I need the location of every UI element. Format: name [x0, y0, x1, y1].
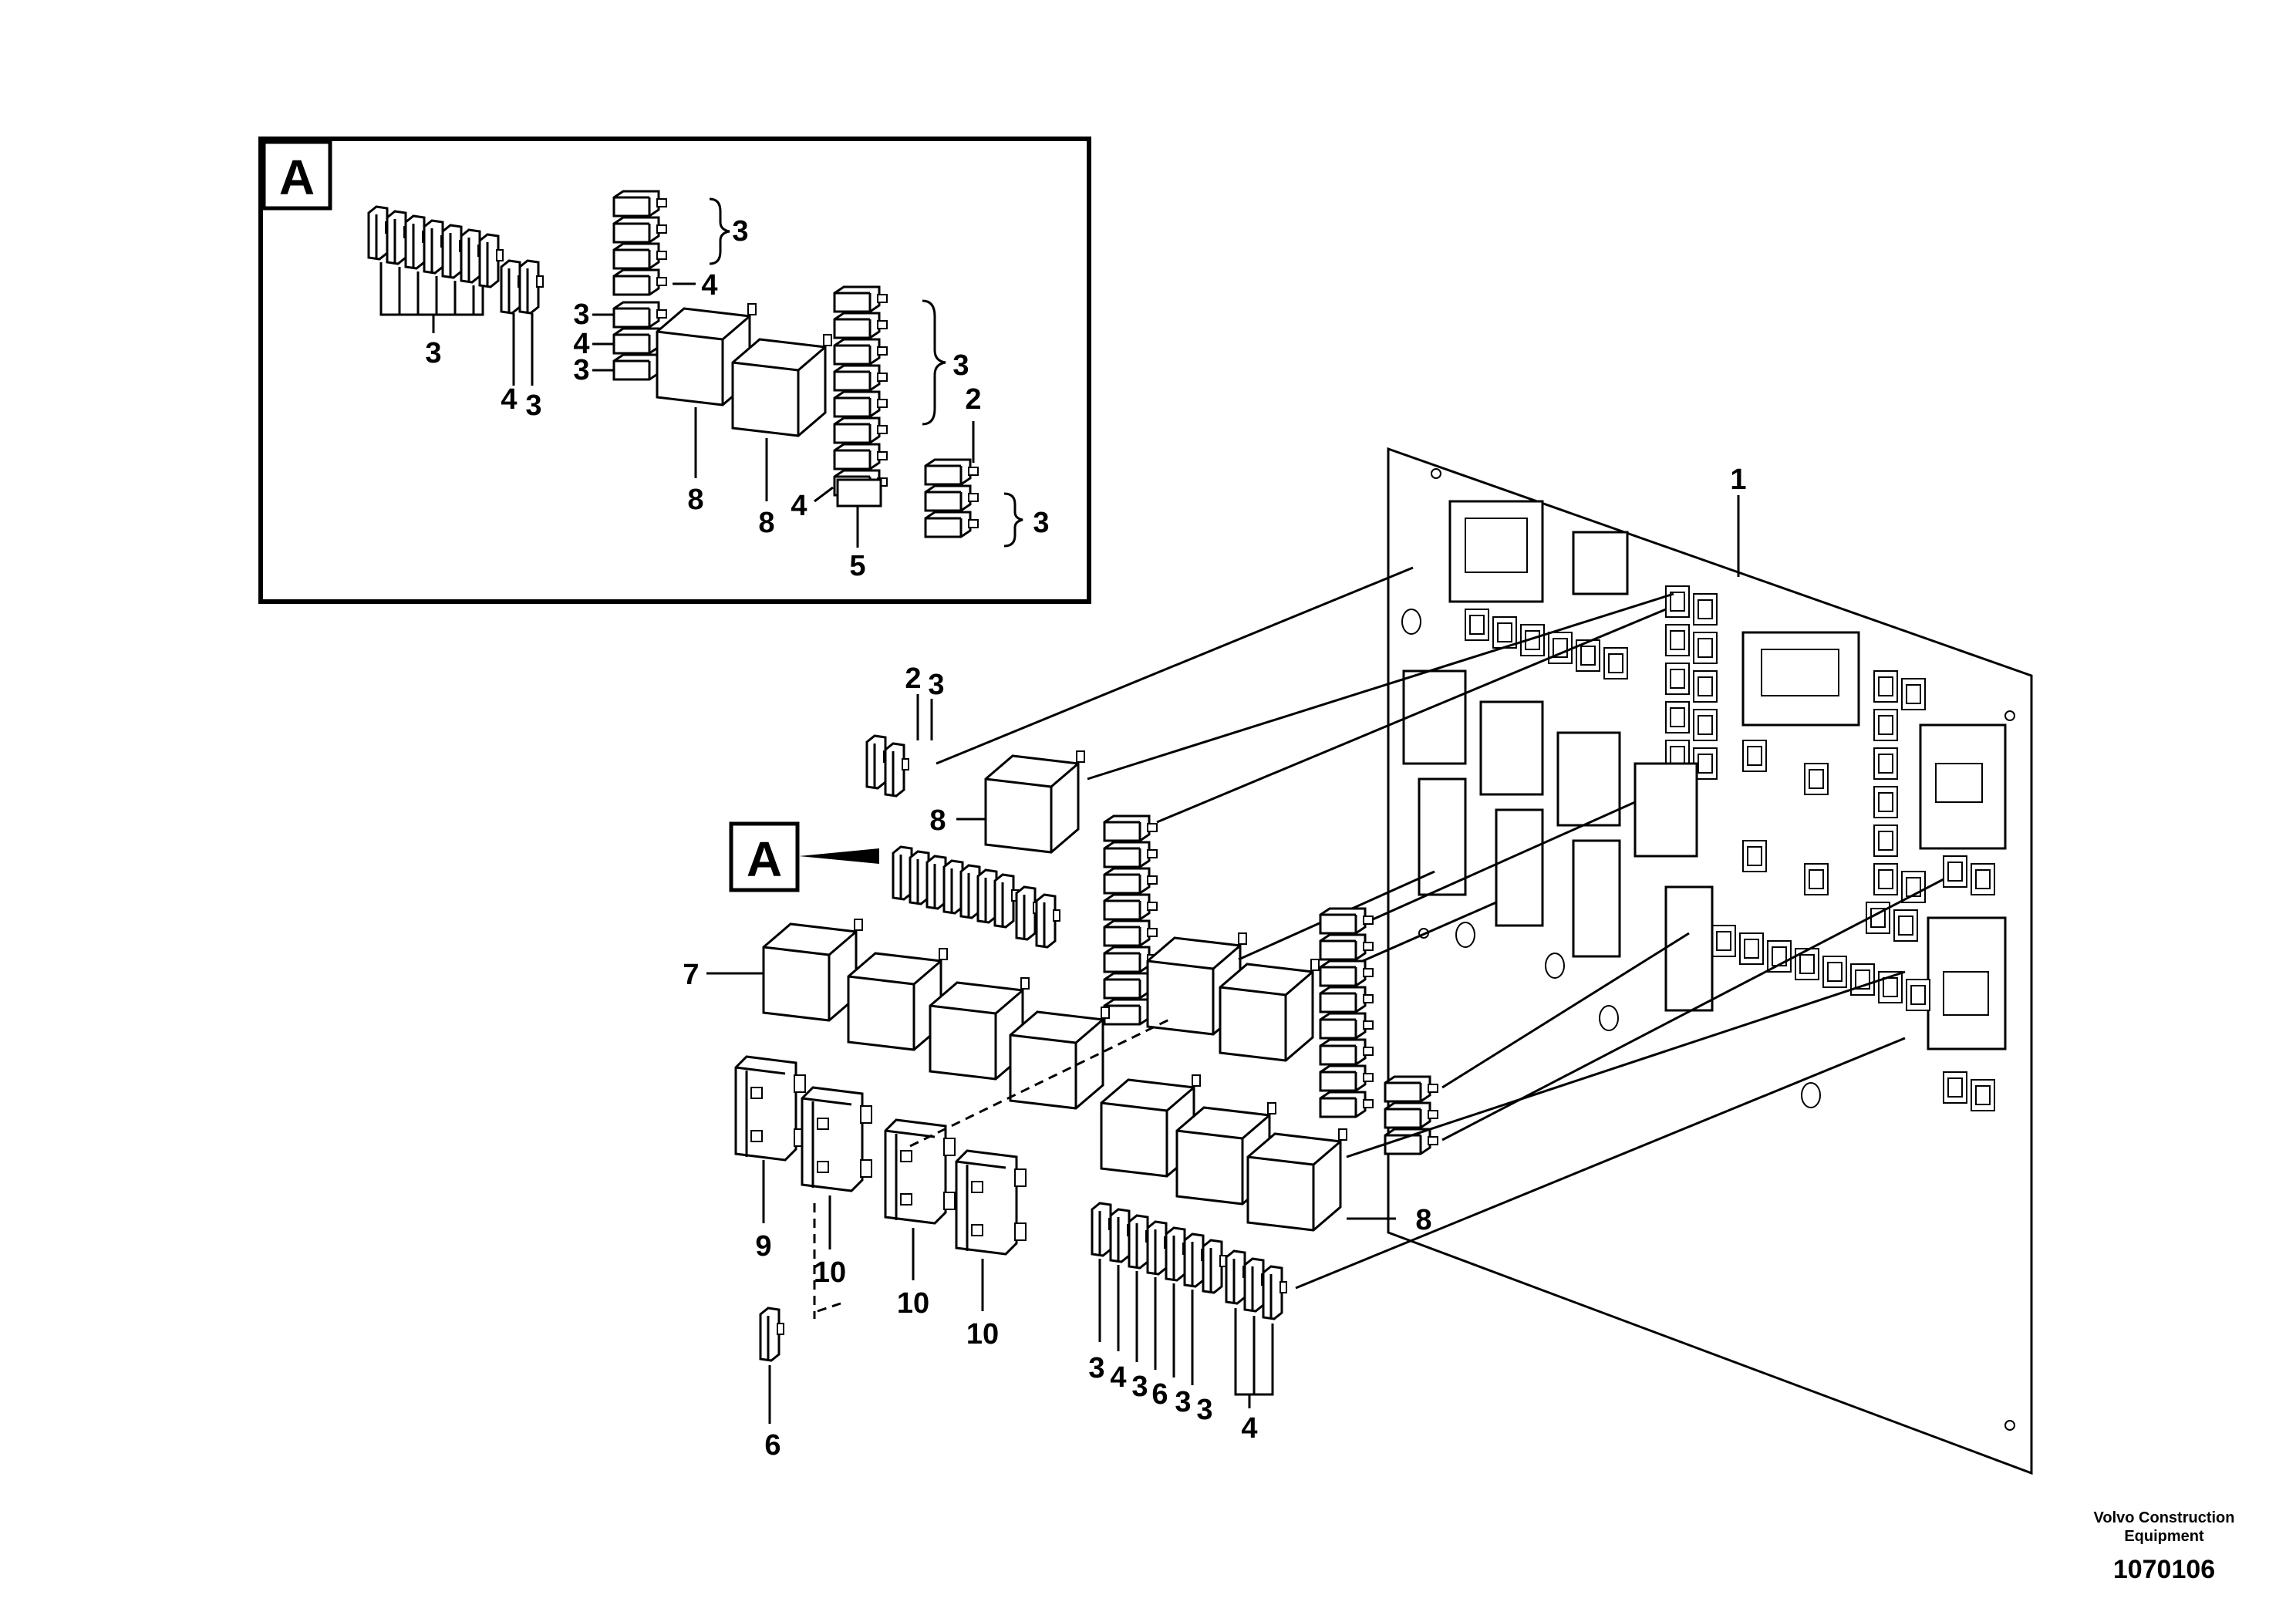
- callout-label: 5: [849, 550, 865, 582]
- callout-label: 3: [1131, 1371, 1148, 1403]
- detail-a-marker: [729, 821, 879, 892]
- callout-label: 4: [1241, 1412, 1257, 1445]
- callout-label: 7: [683, 959, 699, 991]
- relay-top: [956, 592, 1674, 854]
- detail-a-label: A: [279, 150, 315, 205]
- company-name-line1: Volvo Construction: [2094, 1509, 2235, 1526]
- callout-label: 3: [928, 669, 944, 701]
- detail-relay-right: [731, 333, 833, 501]
- callout-label: 8: [929, 804, 946, 837]
- callout-label: 3: [573, 354, 589, 386]
- detail-a-marker-label: A: [747, 831, 782, 887]
- callout-label: 10: [966, 1318, 999, 1351]
- detail-fuse-row: [367, 205, 544, 386]
- callout-label: 3: [1196, 1394, 1212, 1426]
- maxi-fuse-group: [734, 1017, 1173, 1319]
- callout-label: 2: [905, 663, 921, 695]
- callout-label: 3: [1033, 507, 1049, 539]
- callout-label: 4: [573, 328, 589, 360]
- detail-a-panel: A 3 4 3: [258, 137, 1091, 604]
- callout-label: 8: [687, 484, 703, 516]
- fuse-row-middle: [892, 845, 1061, 949]
- callout-label: 8: [758, 507, 774, 539]
- small-fuse-6: [759, 1307, 785, 1424]
- callout-label: 4: [701, 269, 717, 302]
- fuse-row-bottom: [1091, 1037, 1906, 1408]
- relay-row-lower: [1100, 970, 1906, 1232]
- fuse-stack-center: [1103, 608, 1667, 1026]
- callout-label: 3: [1175, 1386, 1191, 1418]
- callout-label: 3: [732, 215, 748, 248]
- callout-label: 2: [965, 383, 981, 416]
- callout-label: 3: [952, 349, 969, 382]
- drawing-number: 1070106: [2113, 1555, 2215, 1584]
- callout-label: 3: [425, 337, 441, 369]
- callout-label: 3: [525, 389, 541, 422]
- company-name-line2: Equipment: [2124, 1528, 2204, 1545]
- callout-label: 6: [1151, 1378, 1168, 1411]
- callout-label: 10: [897, 1287, 929, 1320]
- callout-label: 10: [814, 1256, 846, 1289]
- callout-label: 9: [755, 1230, 771, 1263]
- detail-fuse-stack-right: [814, 285, 946, 548]
- callout-label: 4: [791, 490, 807, 522]
- callout-label: 8: [1415, 1204, 1431, 1236]
- callout-label: 3: [573, 298, 589, 331]
- detail-fuse-group-lower: [924, 421, 1023, 548]
- circuit-board: [1387, 447, 2033, 1475]
- detail-fuse-stack-left: [592, 190, 730, 381]
- fuse-pair-top: [865, 566, 1414, 798]
- callout-label: 3: [1088, 1352, 1104, 1384]
- callout-label: 4: [501, 383, 517, 416]
- relay-row: [706, 870, 1497, 1110]
- detail-relay-left: [656, 302, 757, 478]
- callout-label: 4: [1110, 1361, 1126, 1394]
- callout-label: 1: [1730, 464, 1746, 496]
- callout-label: 6: [764, 1429, 781, 1462]
